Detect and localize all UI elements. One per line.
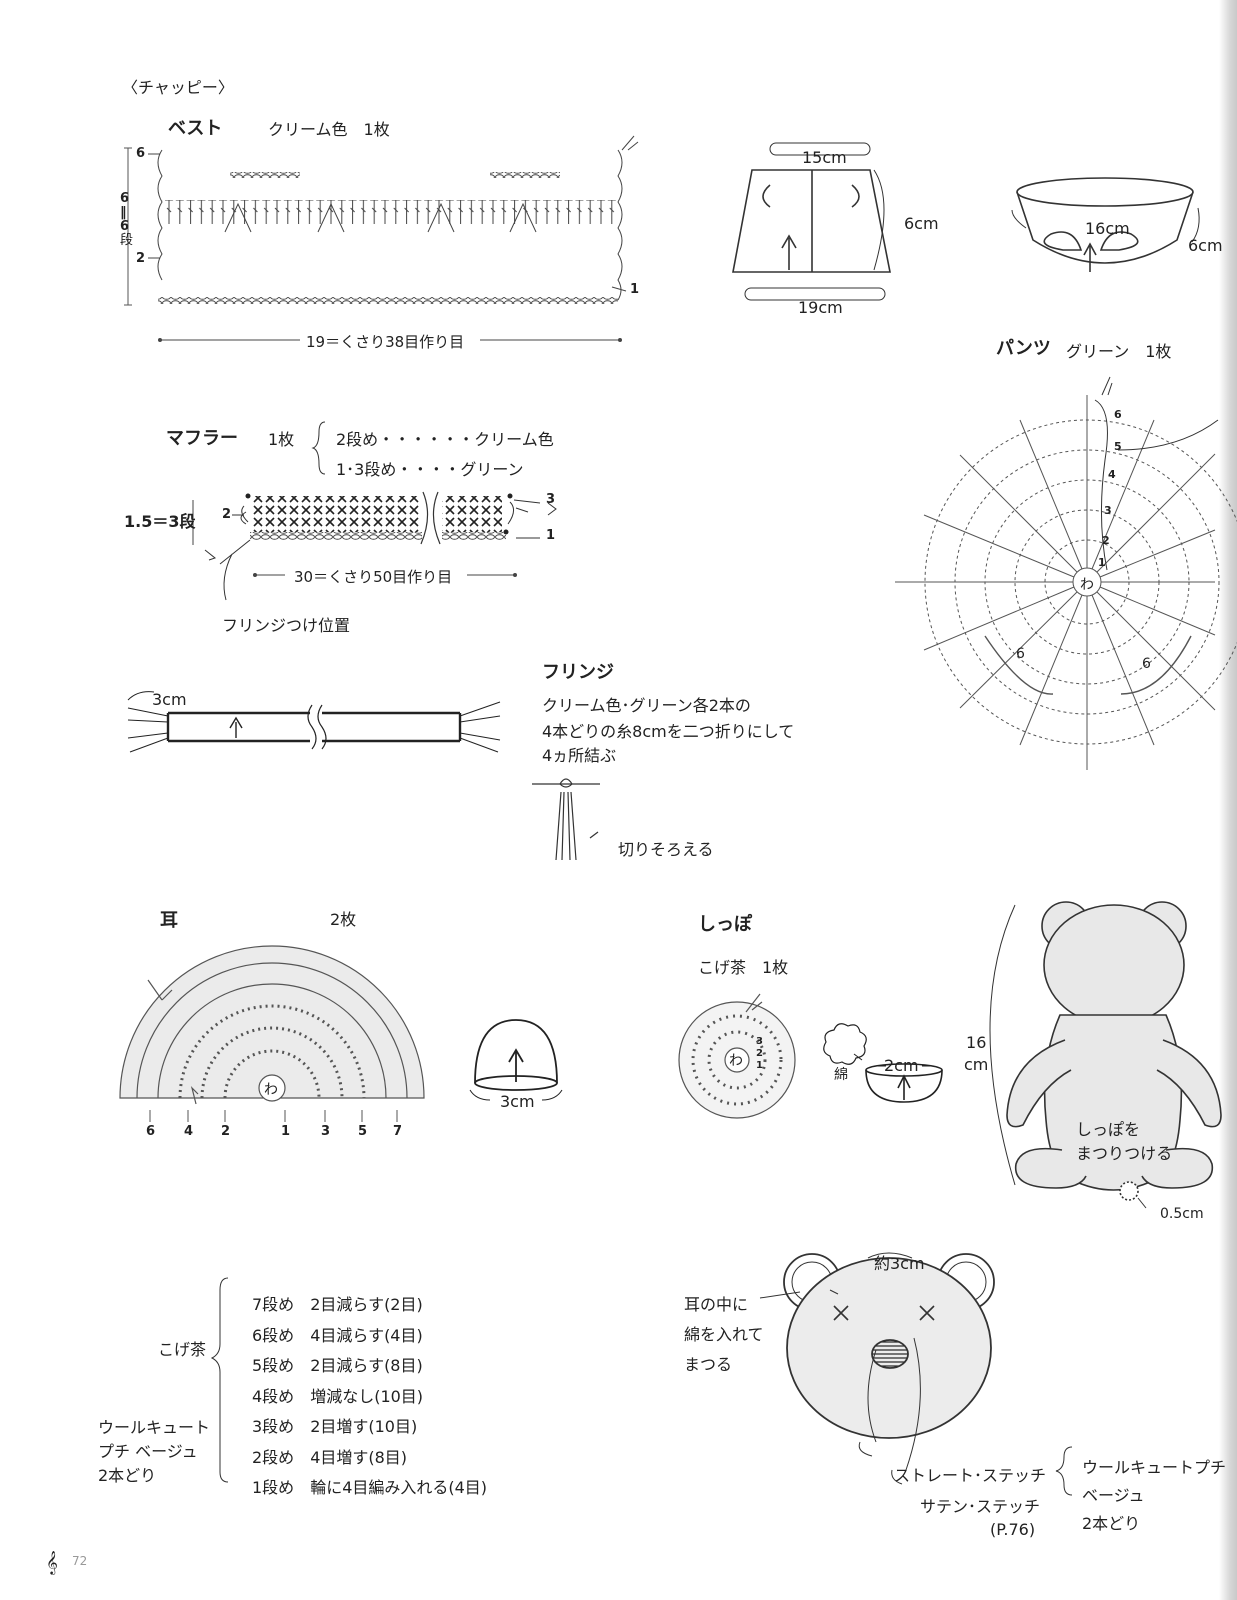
ear-round-6: 6	[146, 1124, 156, 1139]
vest-foundation: 19＝くさり38目作り目	[306, 333, 465, 351]
tail-dim: 2cm	[884, 1056, 919, 1075]
tail-ring: わ	[729, 1053, 743, 1069]
ear-round-list: 7段め 2目減らす(2目) 6段め 4目減らす(4目) 5段め 2目減らす(8目…	[252, 1290, 487, 1504]
muffler-count: 1枚	[268, 430, 295, 449]
pants-title: パンツ	[996, 338, 1051, 359]
vest-flat-diagram	[732, 142, 891, 301]
muffler-fringe-position: フリンジつけ位置	[222, 616, 351, 635]
vest-round-dim-width: 16cm	[1085, 219, 1130, 238]
muffler-title: マフラー	[166, 428, 238, 449]
muffler-row-mark-3: 3	[546, 492, 556, 507]
face-dim: 約3cm	[874, 1254, 925, 1273]
ear-round-row: 3段め 2目増す(10目)	[252, 1417, 418, 1436]
music-note-icon: 𝄞	[46, 1550, 58, 1574]
ear-round-2: 2	[221, 1124, 231, 1139]
pants-side-mark-right: 6	[1142, 656, 1151, 672]
ear-round-row: 4段め 増減なし(10目)	[252, 1386, 424, 1406]
tail-spec: こげ茶 1枚	[698, 958, 789, 977]
pants-circular-chart	[895, 376, 1237, 770]
body-note: しっぽをまつりつける	[1076, 1120, 1173, 1163]
tail-title: しっぽ	[698, 914, 752, 935]
page-number: 72	[72, 1554, 88, 1568]
ear-round-1: 1	[281, 1124, 291, 1139]
ear-round-5: 5	[358, 1124, 368, 1139]
vest-row-mark-2: 2	[136, 251, 146, 266]
vest-round-dim-height: 6cm	[1188, 236, 1223, 255]
ear-stitch-chart	[119, 945, 425, 1122]
pants-round-1: 1	[1098, 556, 1106, 569]
ear-round-row: 7段め 2目減らす(2目)	[252, 1295, 423, 1314]
muffler-foundation: 30＝くさり50目作り目	[294, 568, 453, 586]
pants-round-3: 3	[1104, 504, 1112, 517]
muffler-row-mark-1: 1	[546, 528, 556, 543]
section-title: 〈チャッピー〉	[122, 78, 234, 97]
page-edge-shadow	[1219, 0, 1237, 1600]
pants-round-6: 6	[1114, 408, 1122, 421]
pants-round-2: 2	[1102, 534, 1110, 547]
ear-round-row: 6段め 4目減らす(4目)	[252, 1325, 423, 1345]
face-ref: (P.76)	[990, 1520, 1036, 1539]
tail-round-2: 2	[756, 1048, 763, 1059]
bear-face-illustration	[783, 1252, 995, 1471]
ear-color-1: こげ茶	[158, 1340, 207, 1359]
tail-cotton: 綿	[834, 1067, 848, 1083]
vest-title: ベスト	[168, 118, 223, 139]
bear-back-illustration	[989, 901, 1222, 1209]
muffler-height: 1.5＝3段	[124, 512, 196, 531]
ear-round-row: 5段め 2目減らす(8目)	[252, 1356, 423, 1375]
muffler-color-2: 1･3段め・・・・グリーン	[336, 460, 524, 479]
vest-row-mark-6: 6	[136, 146, 146, 161]
tail-round-3: 3	[756, 1036, 763, 1047]
pants-side-mark-left: 6	[1016, 646, 1025, 662]
fringe-knot-diagram	[532, 778, 600, 861]
ear-round-row: 1段め 輪に4目編み入れる(4目)	[252, 1478, 488, 1497]
ear-title: 耳	[160, 910, 178, 931]
face-ear-note: 耳の中に綿を入れてまつる	[684, 1295, 764, 1374]
ear-cup-diagram	[469, 1019, 563, 1101]
ear-round-3: 3	[321, 1124, 331, 1139]
pants-round-4: 4	[1108, 468, 1116, 481]
vest-spec: クリーム色 1枚	[268, 120, 390, 139]
body-dim: 0.5cm	[1160, 1206, 1204, 1222]
leader-lines	[210, 421, 1073, 1496]
vest-stitch-chart	[124, 135, 639, 342]
muffler-stitch-chart	[192, 491, 557, 601]
muffler-color-1: 2段め・・・・・・クリーム色	[336, 430, 554, 449]
muffler-row-mark-2: 2	[222, 507, 232, 522]
face-stitch-satin: サテン･ステッチ	[920, 1497, 1041, 1516]
tail-round-1: 1	[756, 1060, 763, 1071]
ear-count: 2枚	[330, 910, 357, 929]
fringe-line-1: クリーム色･グリーン各2本の	[542, 696, 751, 715]
fringe-title: フリンジ	[542, 662, 614, 683]
vest-dim-bottom: 19cm	[798, 298, 843, 317]
vest-row-mark-1: 1	[630, 282, 640, 297]
vest-dim-top: 15cm	[802, 148, 847, 167]
pants-spec: グリーン 1枚	[1066, 342, 1172, 361]
muffler-width: 3cm	[152, 690, 187, 709]
fringe-line-2: 4本どりの糸8cmを二つ折りにして	[542, 722, 795, 741]
ear-cup-dim: 3cm	[500, 1092, 535, 1111]
pants-round-5: 5	[1114, 440, 1122, 453]
ear-round-row: 2段め 4目増す(8目)	[252, 1447, 408, 1467]
tail-stitch-chart	[678, 993, 796, 1119]
muffler-shape-diagram	[127, 691, 501, 753]
ear-round-4: 4	[184, 1124, 194, 1139]
vest-dim-height: 6cm	[904, 214, 939, 233]
tail-cup-diagram	[823, 1023, 943, 1103]
pants-ring: わ	[1080, 577, 1094, 593]
ear-round-7: 7	[393, 1124, 403, 1139]
ear-ring: わ	[264, 1082, 278, 1098]
fringe-trim: 切りそろえる	[618, 840, 714, 859]
fringe-line-3: 4ヵ所結ぶ	[542, 746, 617, 765]
vest-round-diagram	[1011, 177, 1200, 272]
face-stitch-straight: ストレート･ステッチ	[894, 1466, 1047, 1485]
